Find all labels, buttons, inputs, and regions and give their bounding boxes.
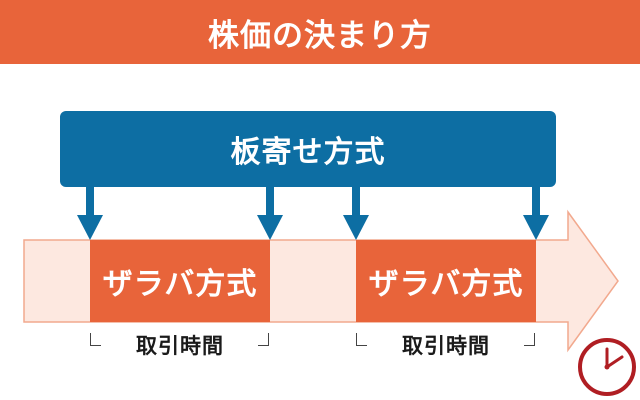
trading-hours-label-1: 取引時間: [136, 334, 224, 358]
page-title: 株価の決まり方: [208, 17, 432, 54]
title-bar: 株価の決まり方: [0, 0, 640, 64]
zaraba-box-1: ザラバ方式: [90, 240, 270, 322]
down-arrow-3: [343, 186, 369, 240]
bracket-left-2: [356, 333, 367, 346]
itayose-label: 板寄せ方式: [230, 135, 386, 170]
zaraba-box-2: ザラバ方式: [356, 240, 536, 322]
down-arrow-4: [523, 186, 549, 240]
zaraba-label-1: ザラバ方式: [102, 267, 258, 302]
zaraba-label-2: ザラバ方式: [368, 267, 524, 302]
itayose-box: 板寄せ方式: [60, 111, 556, 187]
bracket-right-2: [524, 333, 535, 346]
clock-icon: [578, 338, 636, 396]
down-arrow-1: [77, 186, 103, 240]
bracket-right-1: [258, 333, 269, 346]
bracket-left-1: [90, 333, 101, 346]
trading-hours-label-2: 取引時間: [402, 334, 490, 358]
down-arrow-2: [257, 186, 283, 240]
